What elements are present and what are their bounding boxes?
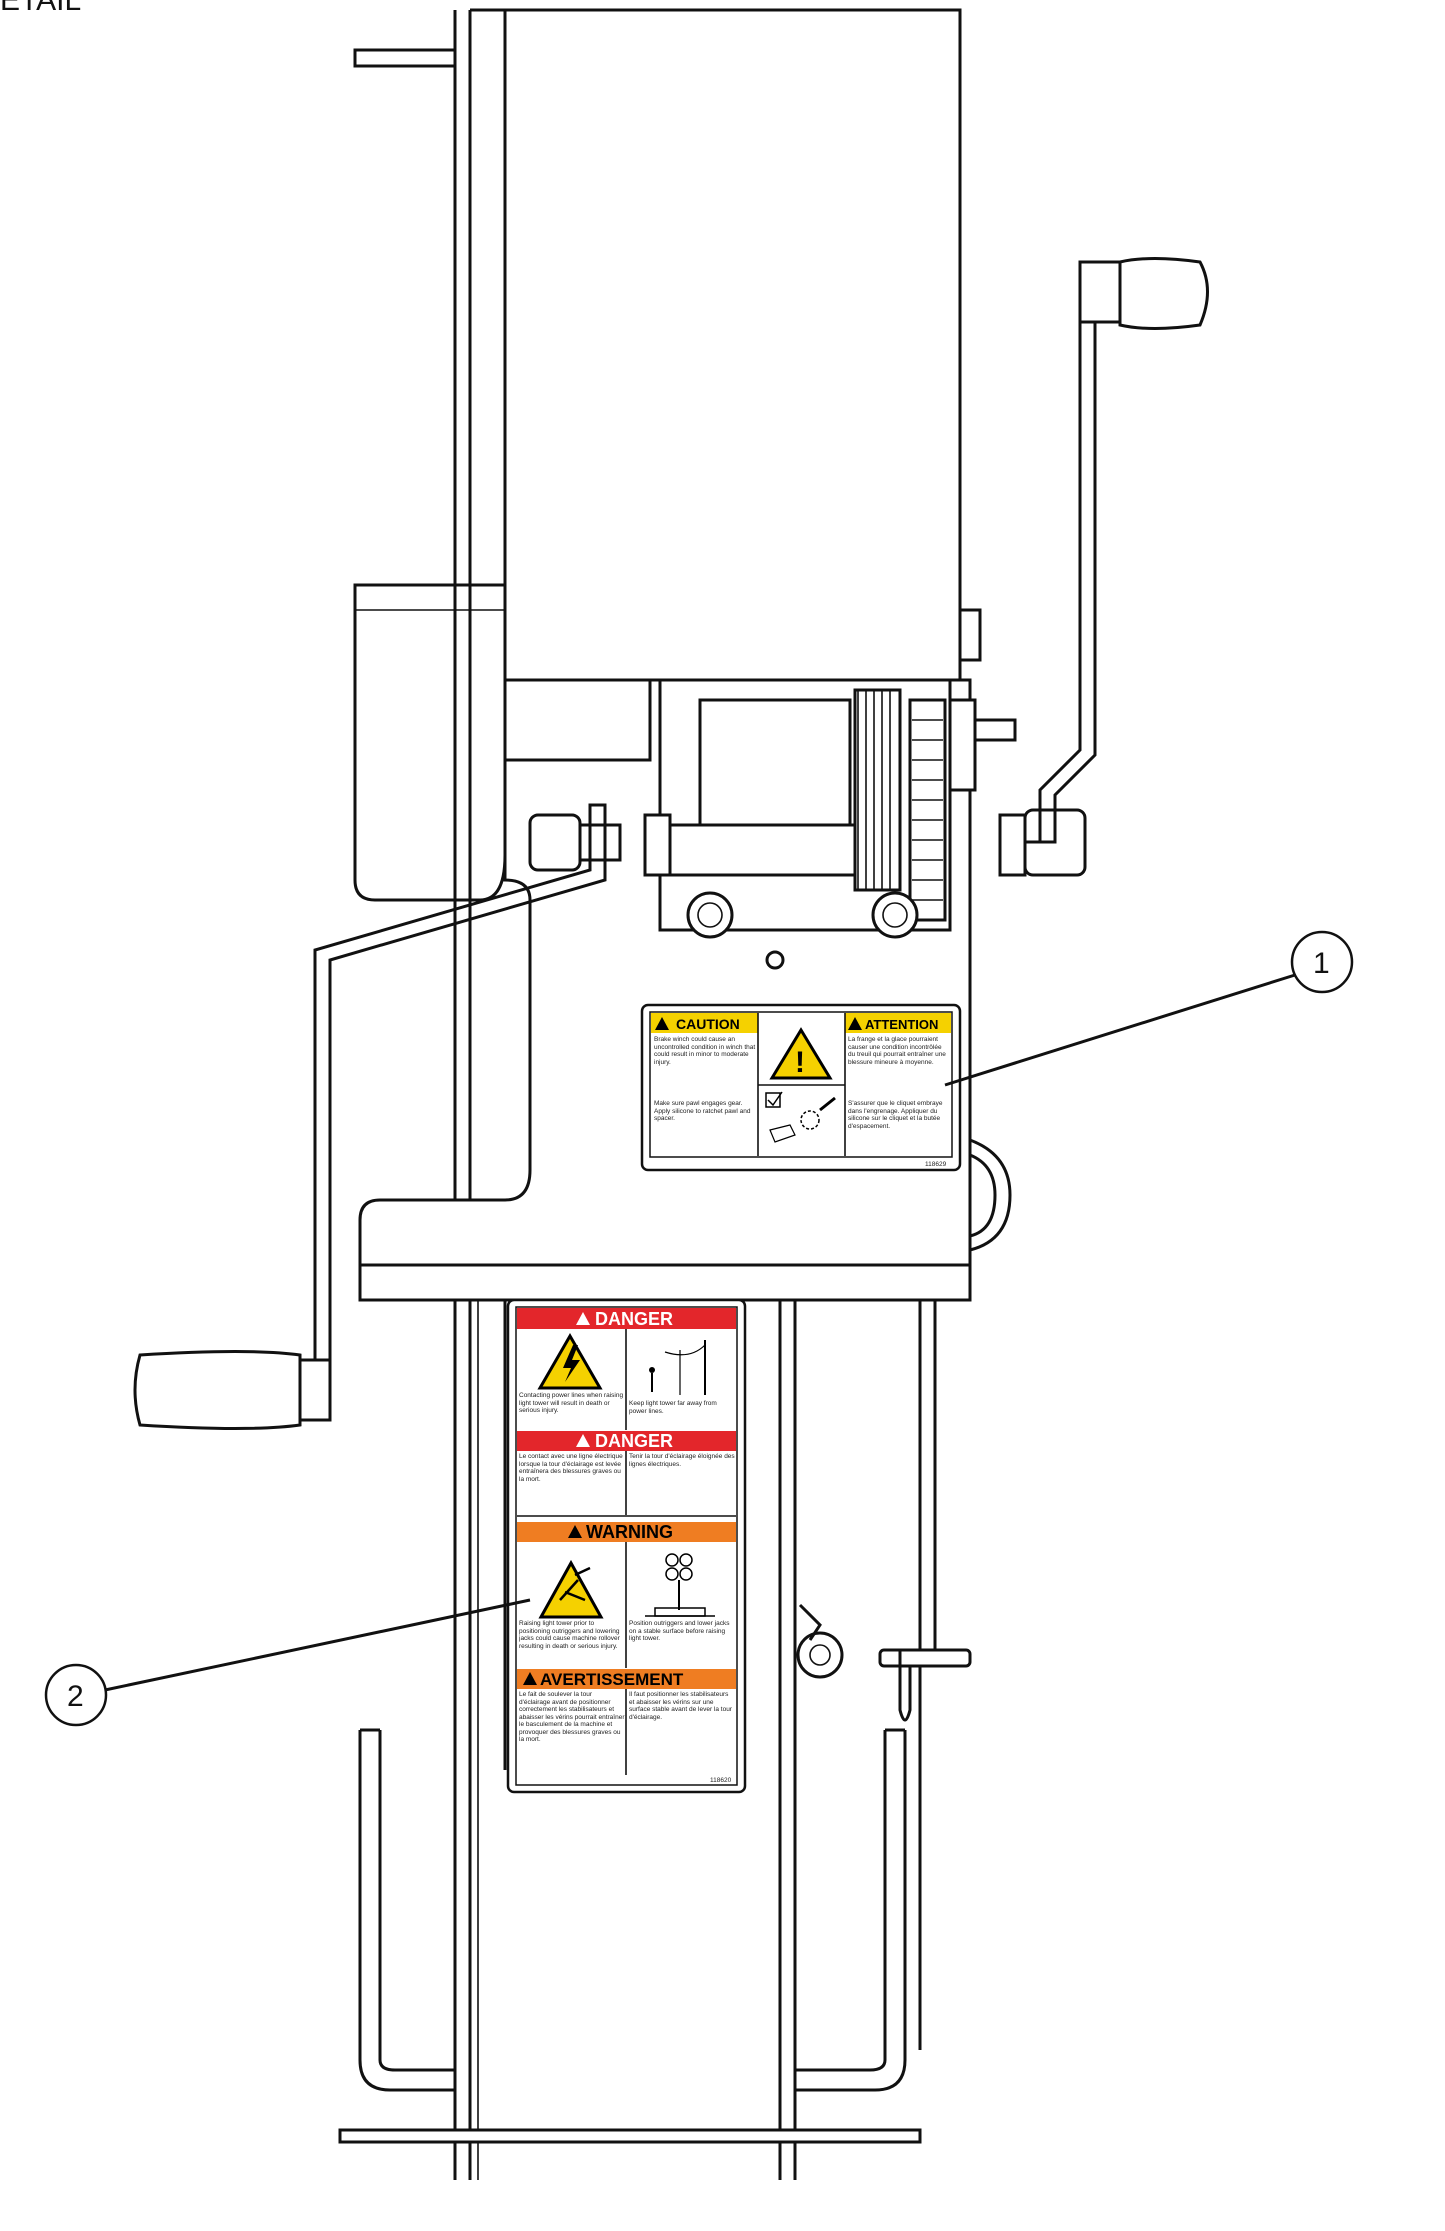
- winch-housing: [503, 8, 962, 760]
- danger-text-fr-1: Le contact avec une ligne électrique lor…: [519, 1453, 623, 1483]
- gear-icon: [800, 1110, 820, 1130]
- caution-small-triangle: [655, 1017, 669, 1030]
- decal-1-part-number: 118629: [925, 1161, 947, 1168]
- avertissement-small-triangle: [523, 1672, 537, 1685]
- pawl-icon: [819, 1096, 836, 1112]
- lightning-bolt-icon: [563, 1345, 580, 1382]
- falling-person-icon: [559, 1566, 591, 1602]
- base-foot: [338, 2128, 922, 2180]
- lock-pin: [796, 1603, 972, 1722]
- crank-handle-left: [133, 803, 607, 1430]
- warning-triangle-icon: [769, 1027, 833, 1080]
- danger-header-2: DANGER: [595, 1431, 673, 1451]
- danger-text-fr-2: Tenir la tour d'éclairage éloignée des l…: [629, 1453, 735, 1468]
- avertissement-header-bar: [517, 1669, 736, 1689]
- warning-text-en-1: Raising light tower prior to positioning…: [519, 1620, 620, 1650]
- decal-caution-attention: CAUTION ATTENTION ! Brake winch could ca…: [640, 1003, 962, 1172]
- callout-1-number: 1: [1313, 947, 1330, 980]
- caution-header-bar: [651, 1013, 758, 1033]
- attention-header: ATTENTION: [865, 1017, 938, 1032]
- warning-header: WARNING: [586, 1522, 673, 1542]
- top-stub: [353, 48, 457, 68]
- lifting-ring: [969, 1138, 1012, 1252]
- caution-header: CAUTION: [676, 1016, 740, 1032]
- attention-small-triangle: [848, 1017, 862, 1030]
- bumper-block: [353, 583, 507, 902]
- lower-bracket-right: [795, 1728, 907, 2092]
- exclamation-glyph: !: [795, 1046, 805, 1079]
- callout-1: 1: [944, 930, 1354, 1087]
- caution-text-2: Make sure pawl engages gear. Apply silic…: [654, 1100, 751, 1122]
- decal-2-part-number: 118620: [710, 1777, 732, 1784]
- attention-text-1: La frange et la glace pourraient causer …: [848, 1036, 946, 1066]
- lower-bracket-left: [358, 1728, 455, 2092]
- warning-small-triangle: [568, 1525, 582, 1538]
- avertissement-header: AVERTISSEMENT: [540, 1670, 684, 1689]
- callout-2-circle: [44, 1663, 108, 1727]
- danger-header-1: DANGER: [595, 1309, 673, 1329]
- decal-danger-warning: DANGER Contacting power lines when raisi…: [506, 1298, 747, 1794]
- avertissement-text-fr-2: Il faut positionner les stabilisateurs e…: [629, 1691, 732, 1721]
- danger-header-bar-2: [517, 1431, 736, 1451]
- axle-bolt-left: [528, 813, 672, 877]
- danger-text-en-2: Keep light tower far away from power lin…: [629, 1400, 717, 1415]
- check-mark-icon: [767, 1091, 783, 1107]
- caution-text-1: Brake winch could cause an uncontrolled …: [654, 1036, 756, 1066]
- winch-drum: [658, 608, 1017, 970]
- danger-text-en-1: Contacting power lines when raising ligh…: [519, 1392, 624, 1414]
- callout-1-circle: [1290, 930, 1354, 994]
- avertissement-text-fr-1: Le fait de soulever la tour d'éclairage …: [519, 1691, 625, 1743]
- warning-text-en-2: Position outriggers and lower jacks on a…: [629, 1620, 730, 1642]
- callout-2-number: 2: [67, 1680, 84, 1713]
- attention-header-bar: [845, 1013, 951, 1033]
- checkbox-icon: [765, 1092, 781, 1108]
- hand-icon: [769, 1124, 796, 1143]
- danger-small-triangle-2: [576, 1434, 590, 1447]
- crank-handle-right: [1025, 257, 1209, 844]
- danger-header-bar-1: [517, 1308, 736, 1329]
- outrigger-light-tower-icon: [645, 1553, 715, 1617]
- attention-text-2: S'assurer que le cliquet embraye dans l'…: [848, 1100, 943, 1130]
- danger-small-triangle-1: [576, 1312, 590, 1325]
- power-line-icon: [649, 1340, 706, 1395]
- callout-2: 2: [44, 1598, 531, 1727]
- tip-over-warning-icon: [538, 1559, 604, 1619]
- title-fragment: ETAIL: [0, 0, 81, 17]
